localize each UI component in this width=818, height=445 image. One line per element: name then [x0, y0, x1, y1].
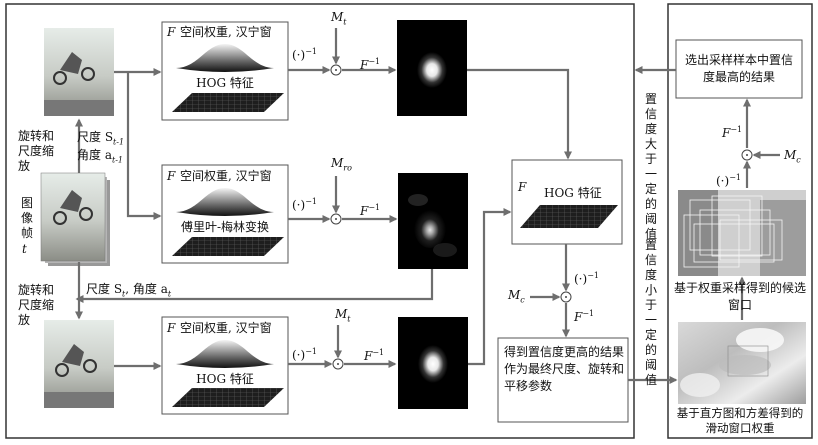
f-symbol-top: F [167, 25, 176, 39]
conj-label-fusion: (·)−1 [574, 271, 599, 286]
block-bottom-feature: HOG 特征 [196, 372, 254, 386]
finv-label-fusion: F−1 [574, 309, 595, 324]
finv-label-middle: F−1 [360, 203, 381, 218]
block-middle-feature: 傅里叶-梅林变换 [180, 220, 270, 234]
m-label-middle: Mro [331, 156, 352, 173]
hanning-window-top [176, 44, 274, 72]
threshold-greater-label: 置信度大于一定的阈值 [644, 92, 657, 241]
hog-grid-bottom [172, 388, 284, 407]
result-box-text: 得到置信度更高的结果作为最终尺度、旋转和平移参数 [504, 345, 625, 393]
right-frame [667, 3, 813, 439]
input-image-bottom [44, 320, 114, 408]
block-middle-title: 空间权重, 汉宁窗 [180, 169, 272, 183]
label-rotate-scale-top: 旋转和尺度缩放 [18, 129, 55, 173]
block-top-title: 空间权重, 汉宁窗 [180, 25, 272, 39]
result-box [497, 337, 629, 423]
block-hog-right [511, 159, 623, 245]
block-hog-right-feature: HOG 特征 [544, 186, 602, 200]
hog-grid-top [172, 93, 284, 112]
label-scale-angle-bottom: 尺度 St, 角度 at [86, 282, 172, 299]
frame-stack [40, 172, 110, 266]
label-rotate-scale-bottom: 旋转和尺度缩放 [18, 283, 55, 327]
conj-label-middle: (·)−1 [292, 197, 317, 212]
input-image-top [44, 28, 114, 116]
m-label-bottom: Mt [335, 307, 351, 324]
finv-label-bottom: F−1 [364, 348, 385, 363]
finv-label-top: F−1 [360, 57, 381, 72]
f-symbol-middle: F [167, 169, 176, 183]
block-top-feature: HOG 特征 [196, 76, 254, 90]
label-scale-top: 尺度 St-1 [77, 130, 125, 147]
conj-label-right: (·)−1 [716, 173, 741, 188]
main-frame [5, 3, 635, 439]
m-label-top: Mt [331, 10, 347, 27]
conj-label-top: (·)−1 [292, 47, 317, 62]
label-image-frame: 图像帧 [20, 196, 33, 240]
label-angle-top: 角度 at-1 [77, 148, 123, 165]
hog-grid-right [520, 205, 618, 228]
finv-label-right: F−1 [722, 125, 743, 140]
candidate-window-caption: 基于权重采样得到的候选窗口 [673, 281, 806, 312]
f-symbol-bottom: F [167, 321, 176, 335]
f-symbol-hog-right: F [518, 180, 527, 194]
mc-label-left: Mc [508, 288, 525, 305]
mc-label-right: Mc [784, 148, 801, 165]
hanning-window-bottom [176, 340, 274, 368]
weight-map-caption: 基于直方图和方差得到的滑动窗口权重 [676, 406, 804, 435]
threshold-less-label: 置信度小于一定的阈值 [644, 238, 657, 387]
hanning-window-middle [176, 188, 274, 216]
label-frame-t: t [22, 242, 27, 256]
hog-grid-middle [172, 237, 284, 256]
conj-label-bottom: (·)−1 [292, 347, 317, 362]
block-bottom-title: 空间权重, 汉宁窗 [180, 321, 272, 335]
arrows [75, 28, 780, 384]
sliding-window-weight-map [678, 322, 806, 404]
candidate-window-image [678, 190, 806, 276]
best-result-text: 选出采样样本中置信度最高的结果 [684, 53, 793, 84]
